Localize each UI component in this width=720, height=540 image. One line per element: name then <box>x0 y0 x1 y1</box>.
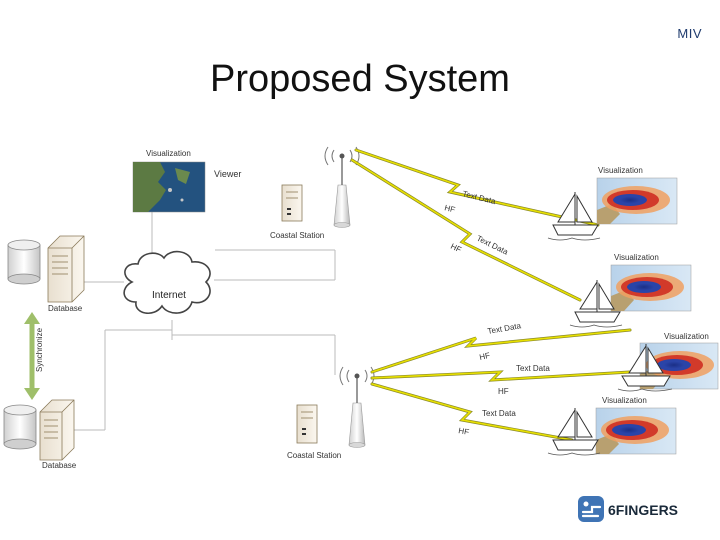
text-data-label-2: Text Data <box>475 234 510 257</box>
ship-1-visualization-label: Visualization <box>598 166 643 175</box>
ship-4-storm-map <box>595 407 677 455</box>
database-1-label: Database <box>48 304 83 313</box>
coastal-station-2-label: Coastal Station <box>287 451 341 460</box>
database-1-icon <box>7 235 85 303</box>
hf-label-4: HF <box>498 387 509 396</box>
ship-4-visualization-label: Visualization <box>602 396 647 405</box>
viewer-label: Viewer <box>214 169 241 179</box>
viewer-map-image <box>132 161 206 213</box>
ship-4-sailboat <box>547 408 601 456</box>
text-data-label-1: Text Data <box>462 189 498 206</box>
slide-title: Proposed System <box>210 58 510 100</box>
internet-cloud <box>123 250 211 314</box>
synchronize-arrow <box>24 312 40 400</box>
coastal-server-2 <box>296 404 318 444</box>
network-lines <box>65 212 336 431</box>
antenna-tower-2 <box>339 366 375 448</box>
ship-3-sailboat <box>617 344 673 392</box>
antenna-tower-1 <box>324 146 360 228</box>
logo-text: 6FINGERS <box>608 502 678 518</box>
hf-label-2: HF <box>449 242 463 255</box>
ship-3-visualization-label: Visualization <box>664 332 709 341</box>
text-data-label-3: Text Data <box>487 321 522 336</box>
ship-1-sailboat <box>547 192 601 241</box>
hf-label-5: HF <box>458 426 470 437</box>
hf-links <box>350 148 632 442</box>
text-data-label-5: Text Data <box>482 409 516 418</box>
internet-label: Internet <box>152 290 186 301</box>
ship-2-sailboat <box>569 280 623 328</box>
sixfingers-logo: 6FINGERS <box>578 496 678 522</box>
database-2-label: Database <box>42 461 77 470</box>
ship-1-storm-map <box>596 177 678 225</box>
coastal-station-1-label: Coastal Station <box>270 231 324 240</box>
coastal-server-1 <box>281 184 303 222</box>
corner-label: MIV <box>677 26 702 41</box>
viewer-visualization-label: Visualization <box>146 149 191 158</box>
text-data-label-4: Text Data <box>516 364 550 373</box>
synchronize-label: Synchronize <box>35 327 44 372</box>
ship-2-visualization-label: Visualization <box>614 253 659 262</box>
database-2-icon <box>3 399 75 461</box>
ship-2-storm-map <box>610 264 692 312</box>
hf-label-3: HF <box>479 351 491 362</box>
hf-label-1: HF <box>444 203 457 214</box>
